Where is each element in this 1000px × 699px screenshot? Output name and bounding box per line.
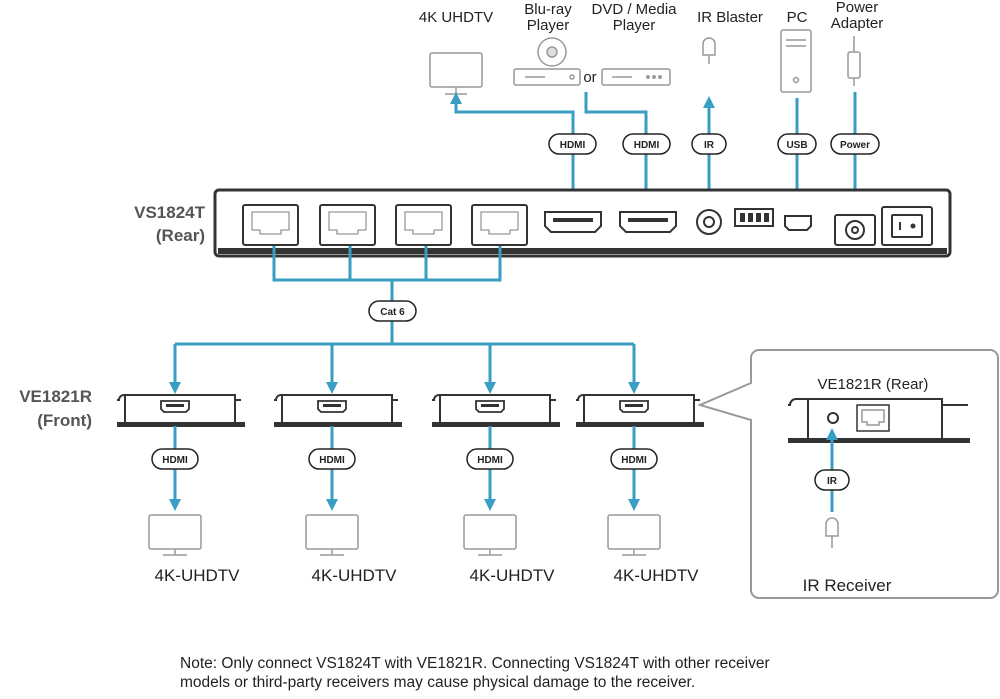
ir-receiver-icon <box>825 517 839 548</box>
svg-text:HDMI: HDMI <box>319 455 345 466</box>
receiver-rear-title: VE1821R (Rear) <box>818 376 929 393</box>
receiver-hdmi-port-2 <box>317 400 347 413</box>
svg-text:Power: Power <box>840 140 870 151</box>
svg-text:USB: USB <box>786 140 807 151</box>
svg-text:IR: IR <box>704 140 715 151</box>
pc-icon <box>780 29 812 93</box>
receiver-unit-4 <box>576 394 704 427</box>
note-line-1: Note: Only connect VS1824T with VE1821R.… <box>180 655 770 672</box>
svg-text:HDMI: HDMI <box>634 140 660 151</box>
tv-output-icon-3 <box>463 514 517 556</box>
rj45-ports <box>242 204 528 246</box>
hdmi-pill-player: HDMI <box>622 133 671 155</box>
receiver-hdmi-port-4 <box>619 400 649 413</box>
dip-switch <box>734 208 774 227</box>
receiver-hdmi-port-3 <box>475 400 505 413</box>
receiver-label-line1: VE1821R <box>19 387 92 406</box>
receiver-unit-1 <box>117 394 245 427</box>
transmitter-label-line2: (Rear) <box>156 226 205 245</box>
svg-text:HDMI: HDMI <box>560 140 586 151</box>
ir-receiver-jack <box>827 412 839 424</box>
cat6-pill: Cat 6 <box>368 300 417 322</box>
note-line-2: models or third-party receivers may caus… <box>180 674 696 691</box>
bluray-player-icon <box>513 37 581 86</box>
tv-output-icon-1 <box>148 514 202 556</box>
tv-output-label-4: 4K-UHDTV <box>613 566 699 585</box>
dvd-player-icon <box>601 68 671 86</box>
power-pill: Power <box>830 133 880 155</box>
ir-blaster-label: IR Blaster <box>697 9 763 26</box>
power-switch <box>881 206 933 246</box>
power-adapter-icon <box>847 36 861 86</box>
pc-label: PC <box>787 9 808 26</box>
svg-text:HDMI: HDMI <box>477 455 503 466</box>
hdmi-pill-output-2: HDMI <box>308 448 356 470</box>
receiver-unit-2 <box>274 394 402 427</box>
ir-blaster-icon <box>702 37 716 64</box>
svg-text:IR: IR <box>827 476 838 487</box>
receiver-label-line2: (Front) <box>37 411 92 430</box>
tv-output-label-3: 4K-UHDTV <box>469 566 555 585</box>
rj45-port-rear <box>856 404 890 432</box>
ir-pill-blaster: IR <box>691 133 727 155</box>
hdmi-pill-output-1: HDMI <box>151 448 199 470</box>
hdmi-ports <box>544 211 677 233</box>
svg-text:HDMI: HDMI <box>621 455 647 466</box>
tv-top-label: 4K UHDTV <box>419 9 493 26</box>
tv-output-icon-2 <box>305 514 359 556</box>
transmitter-label-line1: VS1824T <box>134 203 205 222</box>
receiver-unit-3 <box>432 394 560 427</box>
svg-text:Cat 6: Cat 6 <box>380 307 405 318</box>
usb-port <box>784 215 812 231</box>
dc-power-jack <box>834 214 876 246</box>
svg-text:HDMI: HDMI <box>162 455 188 466</box>
receiver-hdmi-port-1 <box>160 400 190 413</box>
or-label: or <box>583 69 596 86</box>
ir-pill-receiver: IR <box>814 469 850 491</box>
hdmi-pill-tv: HDMI <box>548 133 597 155</box>
ir-receiver-label: IR Receiver <box>803 576 892 595</box>
tv-output-label-2: 4K-UHDTV <box>311 566 397 585</box>
hdmi-pill-output-4: HDMI <box>610 448 658 470</box>
tv-output-label-1: 4K-UHDTV <box>154 566 240 585</box>
ir-jack <box>696 209 722 235</box>
hdmi-pill-output-3: HDMI <box>466 448 514 470</box>
usb-pill: USB <box>777 133 817 155</box>
tv-top-icon <box>429 52 483 95</box>
note-text: Note: Only connect VS1824T with VE1821R.… <box>180 654 980 692</box>
tv-output-icon-4 <box>607 514 661 556</box>
